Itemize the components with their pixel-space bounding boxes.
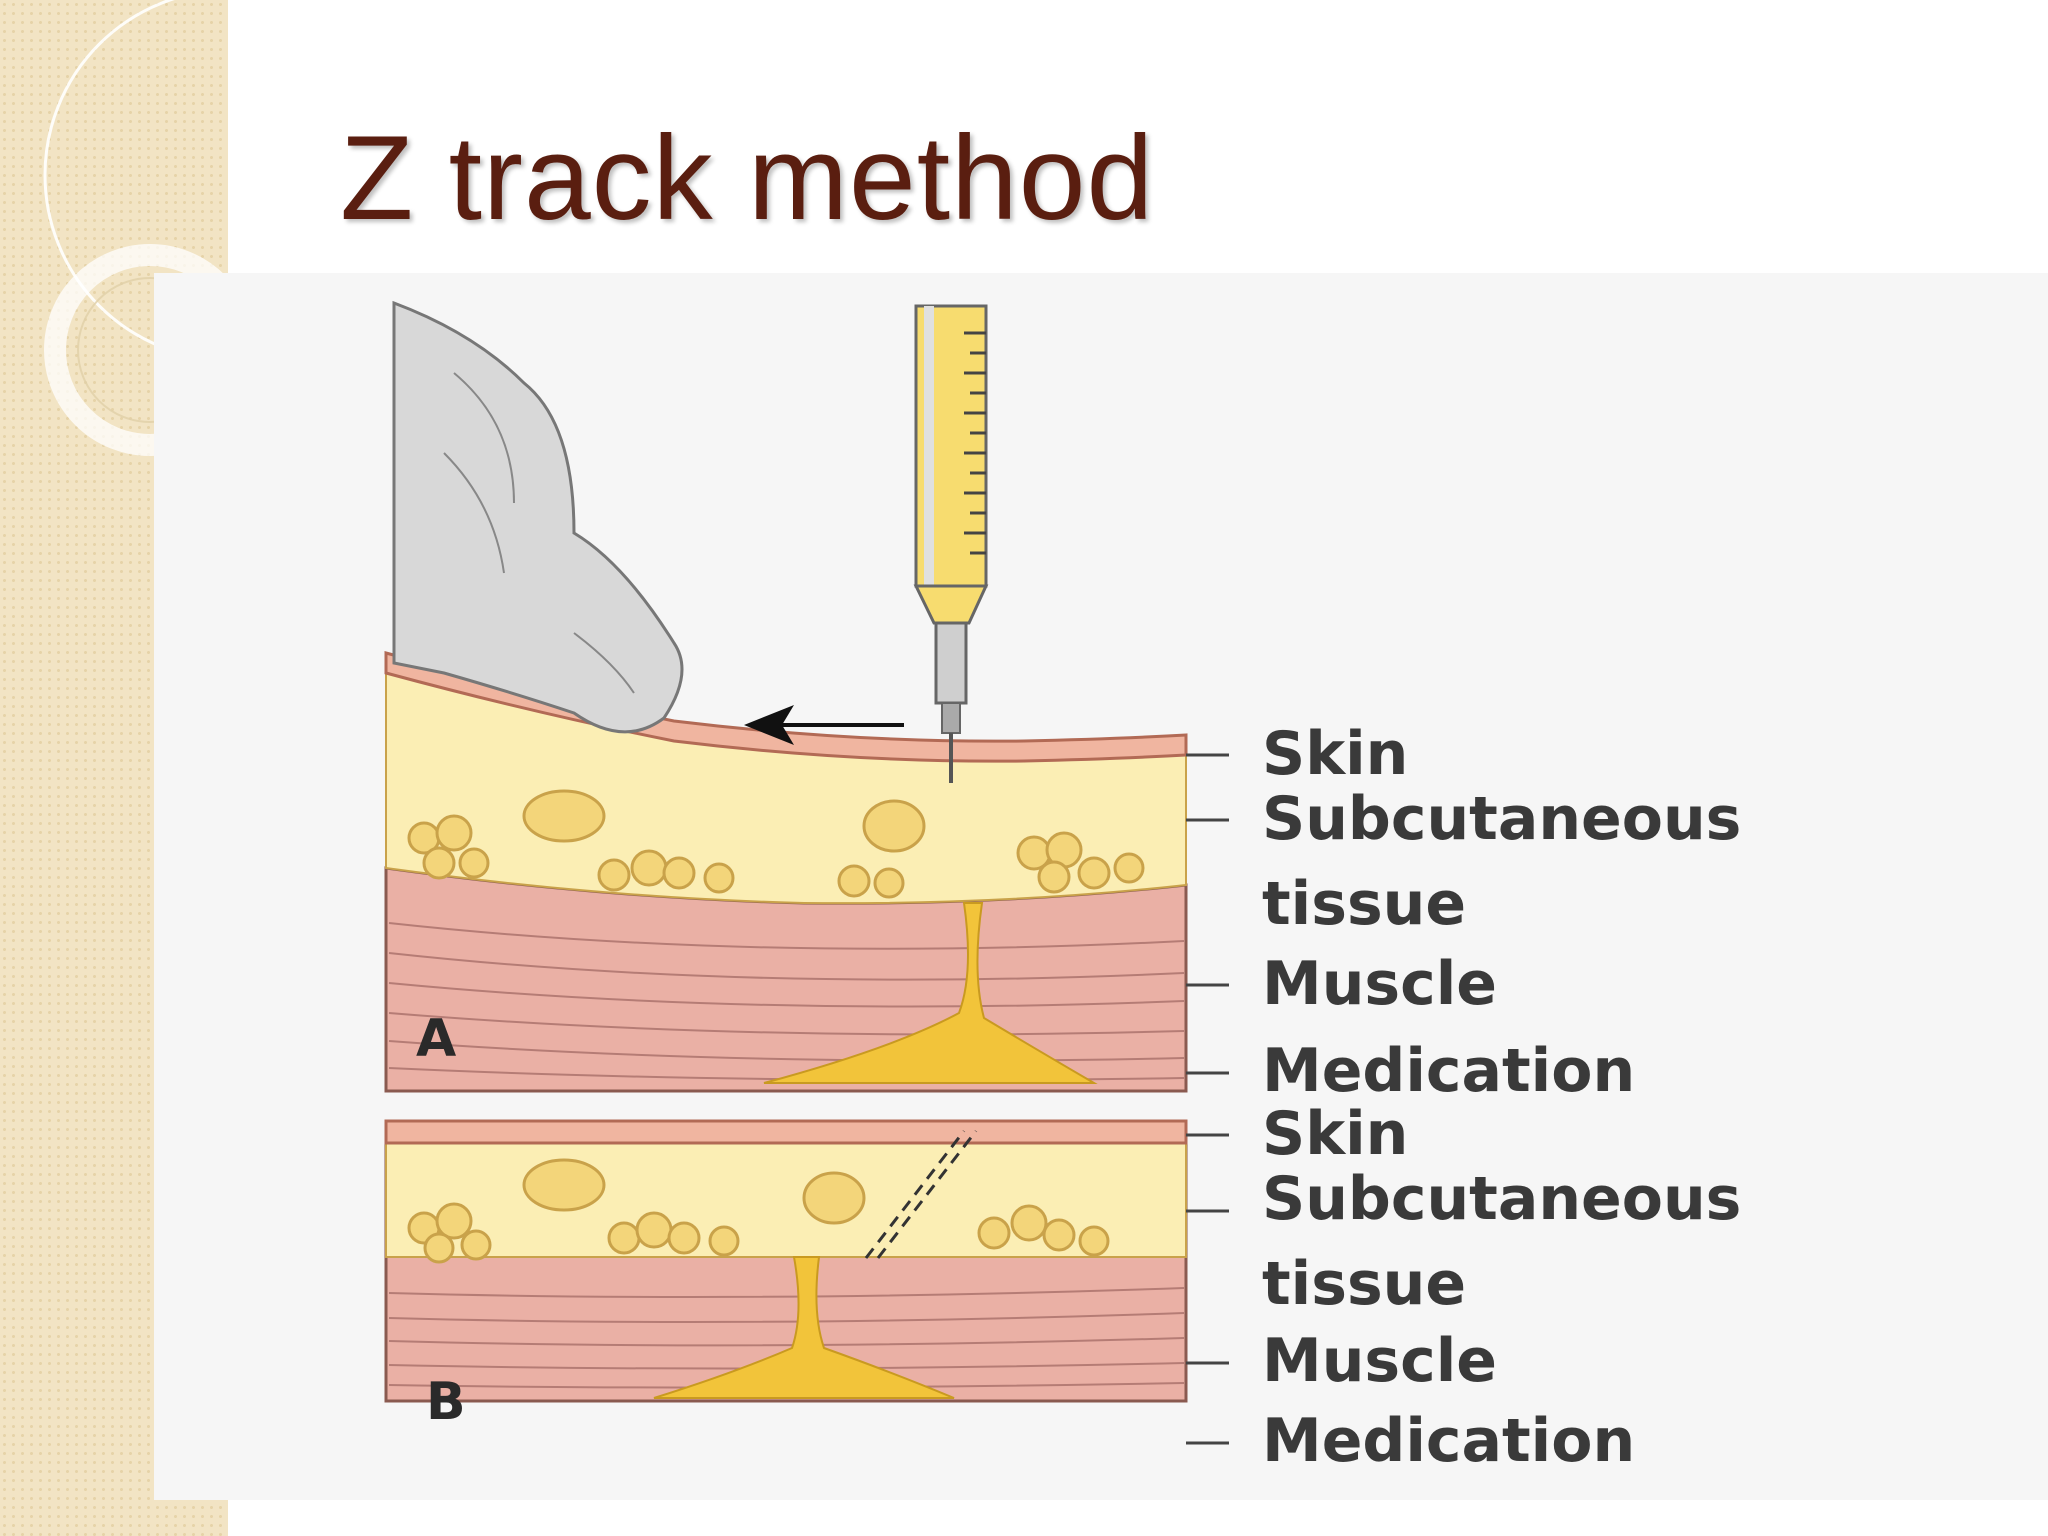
panel-b-letter: B <box>426 1372 466 1432</box>
z-track-diagram: A B Skin Subcutaneous tissue Muscle Medi… <box>154 273 2048 1500</box>
label-a-muscle: Muscle <box>1262 949 1497 1019</box>
label-b-skin: Skin <box>1262 1099 1409 1169</box>
panel-b <box>384 1119 1229 1445</box>
panel-a-letter: A <box>416 1009 457 1069</box>
label-b-subcutaneous: Subcutaneous <box>1262 1164 1742 1234</box>
label-a-tissue: tissue <box>1262 869 1467 939</box>
label-b-tissue: tissue <box>1262 1249 1467 1319</box>
label-b-muscle: Muscle <box>1262 1326 1497 1396</box>
label-a-skin: Skin <box>1262 719 1409 789</box>
label-a-subcutaneous: Subcutaneous <box>1262 784 1742 854</box>
slide-title: Z track method <box>340 111 1155 245</box>
panel-a <box>384 300 1229 1093</box>
label-b-medication: Medication <box>1262 1406 1636 1476</box>
label-a-medication: Medication <box>1262 1036 1636 1106</box>
